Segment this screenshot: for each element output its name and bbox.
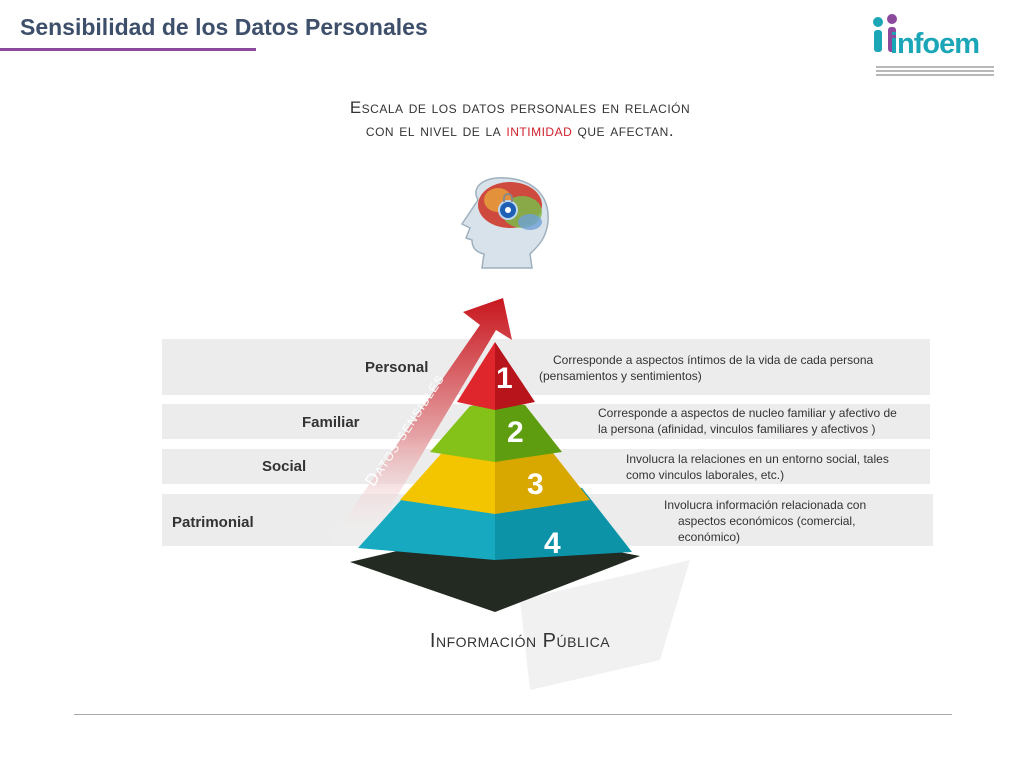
level-desc-social: Involucra la relaciones en un entorno so… <box>626 452 889 482</box>
level-label-familiar: Familiar <box>302 414 360 431</box>
brain-head-icon <box>460 177 549 269</box>
level-desc-personal: Corresponde a aspectos íntimos de la vid… <box>539 353 874 383</box>
lock-icon <box>498 193 518 220</box>
tier-2-right <box>495 402 562 462</box>
level-desc-patrimonial: Involucra información relacionada con as… <box>664 498 867 544</box>
level-desc-familiar: Corresponde a aspectos de nucleo familia… <box>598 406 897 436</box>
sensitivity-arrow <box>325 298 512 550</box>
heading-line-1: Escala de los datos personales en relaci… <box>349 98 691 117</box>
background-chevron <box>520 560 690 690</box>
diagram-heading: Escala de los datos personales en relaci… <box>270 96 770 142</box>
level-number-4: 4 <box>544 527 561 560</box>
heading-line-2b: que afectan. <box>572 121 675 140</box>
tier-1-right <box>495 342 535 410</box>
level-number-2: 2 <box>507 416 524 449</box>
level-label-social: Social <box>262 458 307 475</box>
level-number-1: 1 <box>496 362 513 395</box>
logo-text: infoem <box>890 28 980 60</box>
logo-tagline-icon <box>876 66 994 78</box>
level-label-patrimonial: Patrimonial <box>172 514 254 531</box>
title-underline <box>0 48 256 51</box>
public-info-label: Información Pública <box>429 630 611 652</box>
logo-figures-icon <box>873 14 897 52</box>
heading-line-2a: con el nivel de la <box>365 121 507 140</box>
level-label-personal: Personal <box>365 359 429 376</box>
level-number-3: 3 <box>527 468 544 501</box>
page-title: Sensibilidad de los Datos Personales <box>20 14 428 40</box>
tier-1-left <box>457 342 495 410</box>
infoem-logo: infoem <box>868 12 998 78</box>
band-personal <box>162 339 930 395</box>
footer-divider <box>74 714 952 715</box>
heading-highlight: intimidad <box>506 121 573 140</box>
tier-2-left <box>430 402 495 462</box>
